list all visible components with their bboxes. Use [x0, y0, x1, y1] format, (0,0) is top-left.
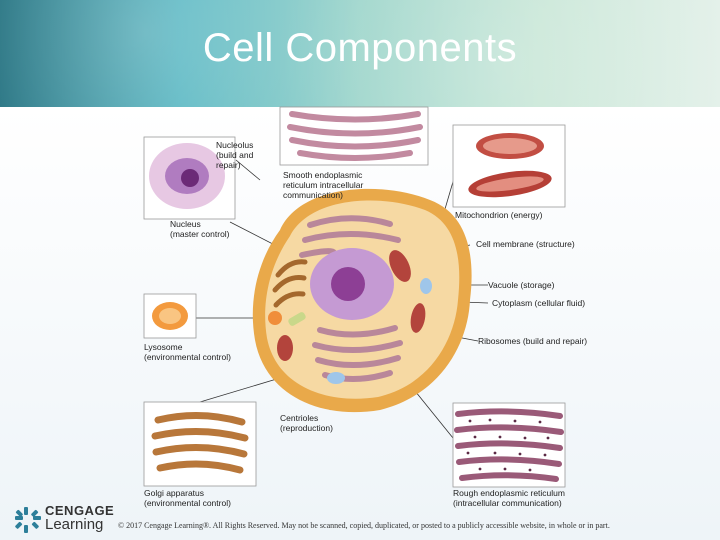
title-banner — [0, 0, 720, 107]
mitochondrion-shape — [277, 335, 293, 361]
logo-wordmark-top: CENGAGE — [45, 503, 115, 518]
vacuole-shape — [420, 278, 432, 294]
nucleus-inset — [143, 136, 236, 220]
nucleolus-label: Nucleolus (build and repair) — [216, 140, 254, 170]
slide-title: Cell Components — [202, 26, 518, 70]
nucleolus-shape — [331, 267, 365, 301]
golgi-label: Golgi apparatus (environmental control) — [144, 488, 231, 508]
mitochondrion-shape — [410, 303, 426, 333]
rough-er-inset — [452, 402, 566, 488]
smooth-er-inset — [279, 106, 429, 166]
centrioles-label: Centrioles (reproduction) — [280, 413, 333, 433]
mitochondrion-label: Mitochondrion (energy) — [455, 210, 543, 220]
cengage-logo-icon — [15, 507, 41, 533]
rough-er-label: Rough endoplasmic reticulum (intracellul… — [453, 488, 565, 508]
lysosome-shape — [268, 311, 282, 325]
logo-wordmark-bottom: Learning — [45, 516, 104, 533]
ribosomes-label: Ribosomes (build and repair) — [478, 336, 588, 346]
centriole-shape — [288, 312, 306, 326]
lysosome-inset — [143, 293, 197, 339]
smooth-er-label: Smooth endoplasmic reticulum intracellul… — [283, 170, 364, 200]
centriole-shape — [327, 372, 345, 384]
cell-body — [252, 188, 472, 413]
cytoplasm-label: Cytoplasm (cellular fluid) — [492, 298, 586, 308]
golgi-inset — [143, 401, 257, 487]
copyright-notice: © 2017 Cengage Learning®. All Rights Res… — [118, 521, 610, 530]
mitochondrion-shape — [389, 250, 411, 282]
lysosome-label: Lysosome (environmental control) — [144, 342, 231, 362]
mitochondrion-inset — [452, 124, 566, 208]
golgi-shape — [272, 259, 308, 308]
nucleus-label: Nucleus (master control) — [170, 219, 230, 239]
cell-membrane-label: Cell membrane (structure) — [476, 239, 575, 249]
vacuole-label: Vacuole (storage) — [488, 280, 555, 290]
